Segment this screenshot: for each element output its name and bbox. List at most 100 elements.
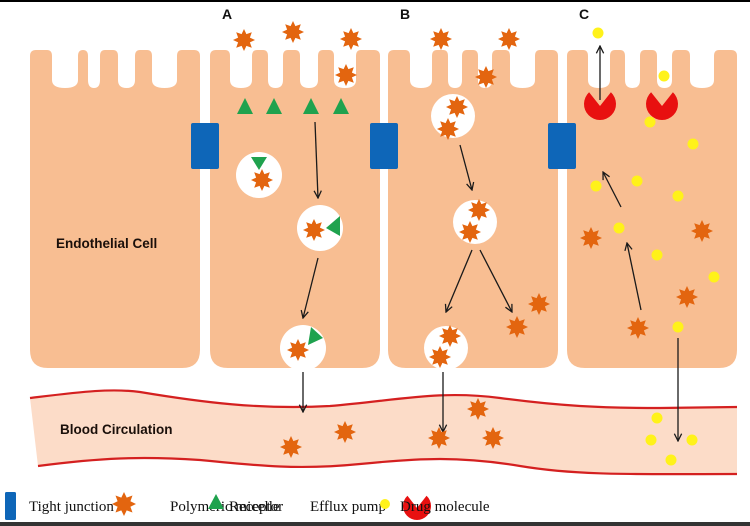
drug-molecule-6 (631, 175, 643, 187)
tight-junctions (191, 123, 576, 169)
tight-junction-2 (370, 123, 398, 169)
micelle-22 (428, 427, 450, 449)
drug-molecule-15 (665, 454, 677, 466)
legend-item-polymeric-micelle: Polymeric micelle (112, 492, 280, 516)
micelle-2 (282, 21, 304, 43)
frame-top (0, 0, 750, 2)
micelle-18 (429, 346, 451, 368)
transport-arrow-6 (479, 249, 512, 312)
legend: Tight junction Polymeric micelle Recepto… (5, 492, 490, 521)
transport-arrow-1 (315, 121, 318, 198)
micelle-3 (340, 28, 362, 50)
drug-molecule-2 (658, 70, 670, 82)
panel-label-c: C (579, 6, 589, 22)
micelle-11 (498, 28, 520, 50)
drug-molecule-7 (672, 190, 684, 202)
transport-arrow-5 (446, 249, 473, 312)
efflux-pumps (584, 92, 679, 120)
receptor-bound-3 (308, 327, 323, 345)
tight-junction-3 (548, 123, 576, 169)
micelle-shape (112, 492, 136, 516)
blood-lumen (30, 390, 737, 475)
micelle-7 (287, 339, 309, 361)
micelle-26 (676, 286, 698, 308)
drug-molecule-3 (644, 116, 656, 128)
micelle-14 (437, 118, 459, 140)
receptor-4 (333, 98, 349, 114)
micelle-20 (528, 293, 550, 315)
legend-item-receptor: Receptor (208, 494, 283, 515)
efflux-pump-2 (645, 92, 679, 120)
transport-arrow-8 (627, 243, 642, 311)
receptor-1 (237, 98, 253, 114)
transport-arrows (303, 46, 678, 441)
blood-vessel (29, 389, 738, 476)
legend-item-drug-molecule: Drug molecule (380, 499, 490, 515)
endothelial-cell-4 (567, 50, 737, 368)
receptor-bound-2 (326, 216, 340, 236)
drug-molecule-5 (590, 180, 602, 192)
receptor-icon (208, 494, 224, 509)
micelle-10 (430, 28, 452, 50)
drug-molecule-10 (708, 271, 720, 283)
micelle-4 (335, 64, 357, 86)
drug-molecule-12 (651, 412, 663, 424)
frame-bottom (0, 522, 750, 526)
micelle-icon (112, 492, 136, 516)
micelle-27 (627, 317, 649, 339)
efflux-pump-icon (402, 495, 431, 521)
polymeric-micelles (233, 21, 713, 458)
legend-item-tight-junction: Tight junction (5, 492, 114, 520)
endothelial-cells (30, 50, 737, 368)
micelle-25 (691, 220, 713, 242)
legend-label: Efflux pump (310, 499, 386, 515)
legend-label: Drug molecule (400, 499, 490, 515)
micelle-8 (280, 436, 302, 458)
micelle-23 (482, 427, 504, 449)
drug-molecule-14 (686, 434, 698, 446)
micelle-1 (233, 29, 255, 51)
drug-molecule-4 (687, 138, 699, 150)
vessel-wall-top (29, 389, 738, 410)
endothelial-cell-1 (30, 50, 200, 368)
drug-molecule-icon (380, 499, 390, 509)
drug-molecule-13 (645, 434, 657, 446)
micelle-24 (580, 227, 602, 249)
drug-molecule-8 (613, 222, 625, 234)
drug-molecule-1 (592, 27, 604, 39)
drug-molecule-11 (672, 321, 684, 333)
transport-arrow-4 (459, 144, 472, 190)
micelle-12 (475, 66, 497, 88)
transport-arrow-2 (303, 257, 319, 318)
receptors (237, 98, 349, 345)
receptor-3 (303, 98, 319, 114)
drug-molecules (590, 27, 720, 466)
drug-molecule-9 (651, 249, 663, 261)
legend-label: Tight junction (29, 499, 114, 515)
panel-label-b: B (400, 6, 410, 22)
endothelial-cell-label: Endothelial Cell (56, 236, 157, 251)
micelle-6 (303, 219, 325, 241)
micelle-5 (251, 169, 273, 191)
transport-arrow-9 (603, 172, 622, 208)
receptor-2 (266, 98, 282, 114)
efflux-pump-shape (402, 495, 431, 521)
endothelial-cell-2 (210, 50, 380, 368)
legend-label: Polymeric micelle (170, 499, 280, 515)
micelle-9 (334, 421, 356, 443)
micelle-21 (467, 398, 489, 420)
micelle-16 (459, 221, 481, 243)
tight-junction-icon (5, 492, 16, 520)
receptor-bound-1 (251, 157, 267, 170)
legend-item-efflux-pump: Efflux pump (310, 495, 431, 521)
blood-circulation-label: Blood Circulation (60, 422, 173, 437)
efflux-pump-1 (584, 92, 616, 120)
micelle-15 (468, 199, 490, 221)
vessel-wall-bottom (37, 456, 738, 476)
legend-label: Receptor (229, 499, 283, 515)
micelle-13 (446, 96, 468, 118)
panel-label-a: A (222, 6, 232, 22)
micelle-19 (506, 316, 528, 338)
micelle-17 (439, 325, 461, 347)
